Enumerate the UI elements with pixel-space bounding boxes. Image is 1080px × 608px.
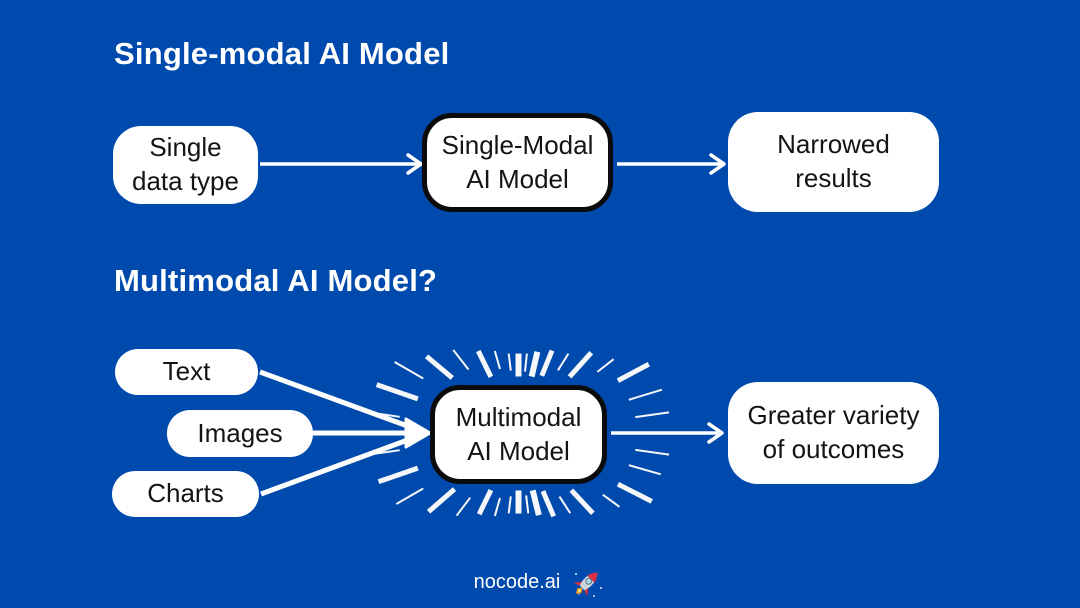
rocket-icon — [574, 572, 603, 597]
node-text-input: Text — [115, 349, 258, 395]
node-charts-input: Charts — [112, 471, 259, 517]
footer-brand: nocode.ai — [0, 564, 1080, 600]
node-images-input: Images — [167, 410, 313, 457]
single-modal-section-title: Single-modal AI Model — [114, 36, 450, 71]
node-narrowed-results: Narrowed results — [728, 112, 939, 212]
node-single-modal-ai-model: Single-Modal AI Model — [422, 113, 613, 212]
multimodal-section-title: Multimodal AI Model? — [114, 263, 438, 298]
brand-text: nocode.ai — [473, 570, 561, 593]
node-greater-variety-outcomes: Greater variety of outcomes — [728, 382, 939, 484]
node-single-data-type: Single data type — [113, 126, 258, 204]
node-multimodal-ai-model: Multimodal AI Model — [430, 385, 607, 484]
